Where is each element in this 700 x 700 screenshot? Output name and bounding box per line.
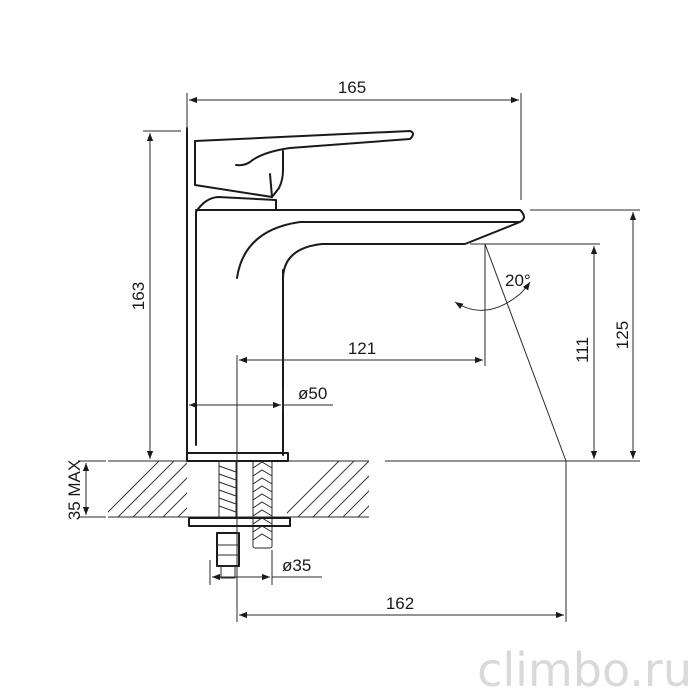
label-spout-reach: 121	[348, 339, 376, 358]
label-swing-reach: 162	[386, 594, 414, 613]
label-spout-height: 125	[613, 321, 632, 349]
faucet-body	[186, 127, 525, 462]
mounting-hardware	[188, 460, 291, 579]
label-worktop-thickness: 35 MAX	[65, 460, 84, 520]
label-tail-diameter: ø35	[282, 556, 311, 575]
label-swing-angle: 20°	[505, 271, 531, 290]
stud-end	[220, 565, 236, 579]
watermark: climbo.ru	[477, 643, 692, 697]
extension-lines	[78, 93, 640, 622]
fixing-nut	[216, 532, 240, 567]
label-aerator-height: 111	[573, 337, 592, 363]
label-total-height: 163	[129, 282, 148, 310]
label-total-width: 165	[338, 78, 366, 97]
washer-plate	[188, 517, 291, 527]
flex-hose	[252, 460, 273, 549]
angle-arc-20	[454, 281, 531, 311]
label-base-diameter: ø50	[298, 384, 327, 403]
worktop-section	[108, 460, 369, 518]
